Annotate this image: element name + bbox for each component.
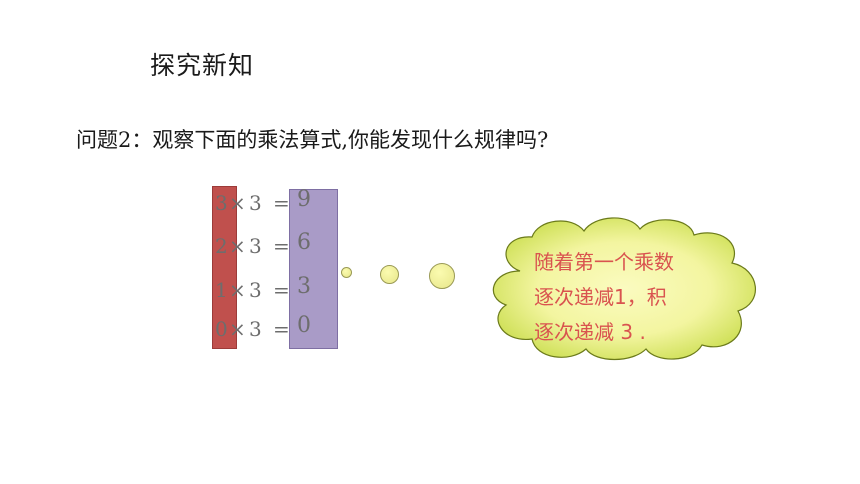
factor-b: 3 <box>249 317 262 341</box>
times-sign: × <box>229 234 246 258</box>
factor-b: 3 <box>249 234 262 258</box>
product: 3 <box>297 274 311 299</box>
product: 9 <box>297 187 311 212</box>
question-text: 问题2：观察下面的乘法算式,你能发现什么规律吗? <box>76 128 549 152</box>
times-sign: × <box>229 278 246 302</box>
product: 6 <box>297 230 311 255</box>
thought-cloud: 随着第一个乘数 逐次递减1，积 逐次递减 3 . <box>480 213 770 363</box>
cloud-text: 随着第一个乘数 逐次递减1，积 逐次递减 3 . <box>534 245 734 350</box>
equals-sign: = <box>273 317 290 341</box>
factor-a: 0 <box>215 317 228 341</box>
cloud-text-line: 随着第一个乘数 <box>534 250 674 274</box>
equals-sign: = <box>273 191 290 215</box>
cloud-text-line: 逐次递减 3 . <box>534 320 646 344</box>
factor-a: 2 <box>215 234 228 258</box>
thought-bubble-dot-medium <box>380 265 399 284</box>
equation-row: 0 × 3 = 0 <box>213 313 343 347</box>
times-sign: × <box>229 317 246 341</box>
highlight-product-column <box>289 189 338 349</box>
cloud-shape <box>492 217 756 360</box>
times-sign: × <box>229 191 246 215</box>
cloud-text-line: 逐次递减1，积 <box>534 285 667 309</box>
factor-b: 3 <box>249 191 262 215</box>
factor-b: 3 <box>249 278 262 302</box>
equals-sign: = <box>273 234 290 258</box>
equals-sign: = <box>273 278 290 302</box>
thought-bubble-dot-large <box>429 263 455 289</box>
equation-row: 2 × 3 = 6 <box>213 230 343 264</box>
highlight-first-factor-column <box>212 186 237 349</box>
equation-row: 1 × 3 = 3 <box>213 274 343 308</box>
thought-bubble-dot-small <box>341 267 352 278</box>
equation-row: 3 × 3 = 9 <box>213 187 343 221</box>
factor-a: 3 <box>215 191 228 215</box>
factor-a: 1 <box>215 278 228 302</box>
slide-title: 探究新知 <box>150 51 255 80</box>
product: 0 <box>297 313 311 338</box>
